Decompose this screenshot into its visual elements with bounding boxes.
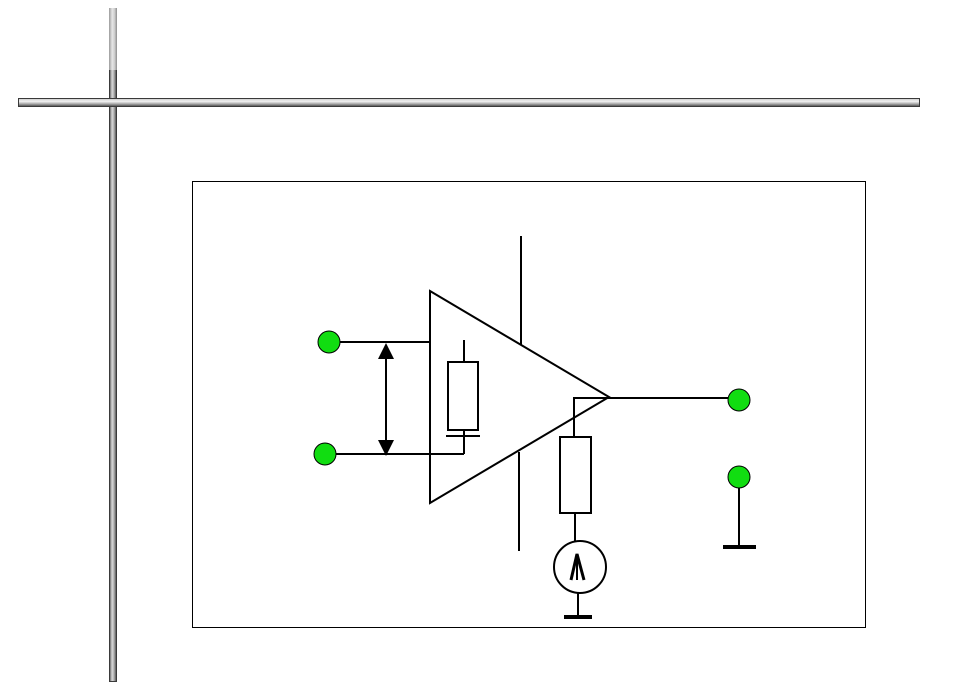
horizontal-rule: [18, 98, 920, 107]
output-resistor-branch: [573, 397, 609, 437]
input-terminal-top: [317, 330, 341, 354]
input-voltage-arrow-head-down: [378, 440, 394, 456]
input-voltage-arrow-head-up: [378, 343, 394, 359]
vertical-rule-highlight: [109, 8, 117, 70]
input-terminal-bottom: [313, 442, 337, 466]
output-resistor: [559, 436, 592, 514]
output-terminal: [727, 388, 751, 412]
current-source-arrow: [569, 553, 586, 581]
input-resistor: [447, 361, 479, 431]
ground-terminal: [727, 465, 751, 489]
amplifier-triangle: [429, 289, 611, 505]
